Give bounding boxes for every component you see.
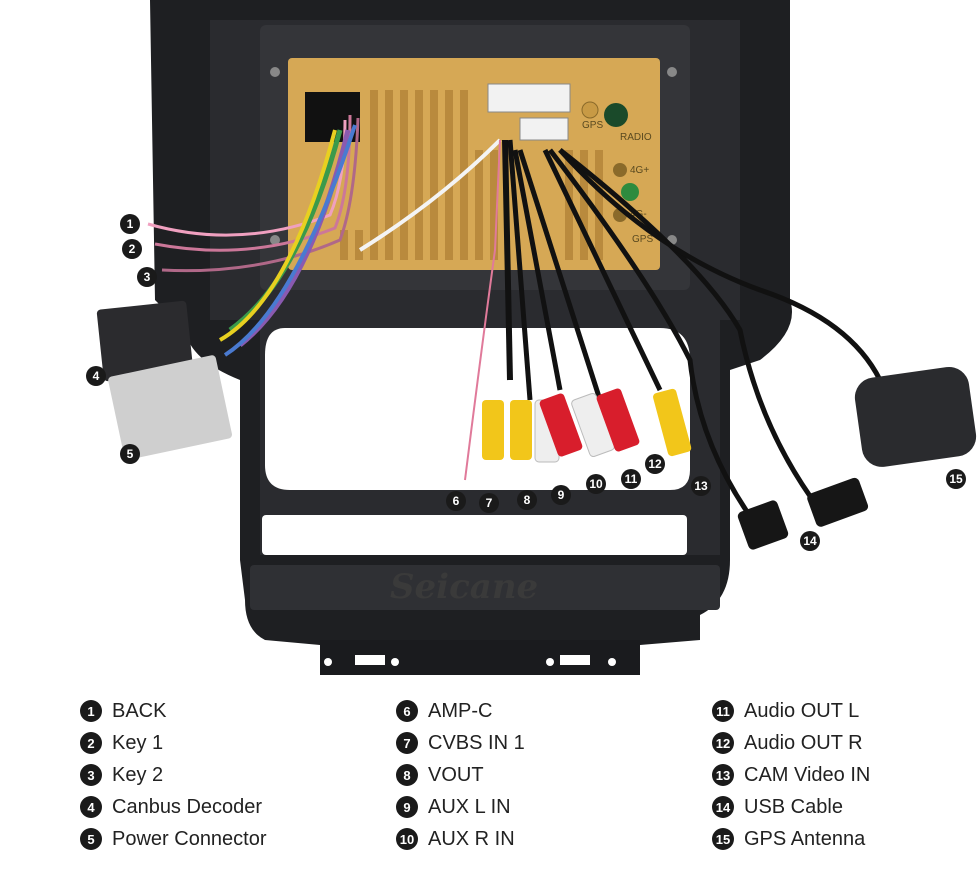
legend-item: 1 BACK <box>80 695 267 727</box>
wire-harness <box>147 114 883 532</box>
svg-text:3: 3 <box>144 270 151 284</box>
legend-label: Canbus Decoder <box>112 795 263 818</box>
legend-item: 3 Key 2 <box>80 759 267 791</box>
callout-11: 11 <box>621 469 641 489</box>
legend-item: 7 CVBS IN 1 <box>396 727 525 759</box>
svg-text:2: 2 <box>129 242 136 256</box>
callout-3: 3 <box>137 267 157 287</box>
legend-label: USB Cable <box>744 795 843 818</box>
board-label-gps-2: GPS <box>632 234 653 245</box>
gps-antenna <box>854 366 977 467</box>
svg-text:1: 1 <box>127 217 134 231</box>
legend-label: Power Connector <box>112 827 267 850</box>
svg-text:4: 4 <box>93 369 100 383</box>
wiring-diagram-photo: Seicane GPS RADIO 4G+ 4G- GPS <box>86 0 977 675</box>
board-label-gps: GPS <box>582 120 603 131</box>
legend-number: 15 <box>712 828 734 850</box>
legend-number: 7 <box>396 732 418 754</box>
callout-9: 9 <box>551 485 571 505</box>
legend-label: AUX R IN <box>428 827 515 850</box>
legend-item: 14 USB Cable <box>712 791 870 823</box>
callout-15: 15 <box>946 469 966 489</box>
callout-8: 8 <box>517 490 537 510</box>
legend-number: 3 <box>80 764 102 786</box>
legend-label: AUX L IN <box>428 795 511 818</box>
legend-number: 11 <box>712 700 734 722</box>
legend-label: VOUT <box>428 763 484 786</box>
legend-number: 8 <box>396 764 418 786</box>
legend-column-3: 11 Audio OUT L 12 Audio OUT R 13 CAM Video … <box>712 695 870 855</box>
svg-text:12: 12 <box>648 457 662 471</box>
legend-number: 10 <box>396 828 418 850</box>
legend-item: 5 Power Connector <box>80 823 267 855</box>
legend-number: 1 <box>80 700 102 722</box>
legend-label: CAM Video IN <box>744 763 871 786</box>
svg-text:11: 11 <box>625 472 638 486</box>
svg-text:14: 14 <box>803 534 817 548</box>
legend-number: 14 <box>712 796 734 818</box>
legend-column-1: 1 BACK 2 Key 1 3 Key 2 4 Canbus Decoder 5 Pow… <box>80 695 267 855</box>
power-connector-block <box>108 355 232 460</box>
canbus-decoder-box <box>96 300 194 382</box>
legend-number: 5 <box>80 828 102 850</box>
board-label-radio: RADIO <box>620 132 652 143</box>
legend-label: CVBS IN 1 <box>428 731 525 754</box>
legend-label: Audio OUT L <box>744 699 860 722</box>
legend-item: 6 AMP-C <box>396 695 525 727</box>
svg-text:6: 6 <box>453 494 460 508</box>
legend-number: 13 <box>712 764 734 786</box>
callout-4: 4 <box>86 366 106 386</box>
callout-13: 13 <box>691 476 711 496</box>
legend-column-2: 6 AMP-C 7 CVBS IN 1 8 VOUT 9 AUX L IN 10 AUX … <box>396 695 525 855</box>
legend-number: 9 <box>396 796 418 818</box>
legend-item: 8 VOUT <box>396 759 525 791</box>
rca-plugs <box>482 388 692 463</box>
board-label-4g-plus: 4G+ <box>630 165 649 176</box>
legend-item: 13 CAM Video IN <box>712 759 870 791</box>
svg-text:7: 7 <box>486 496 493 510</box>
legend-item: 4 Canbus Decoder <box>80 791 267 823</box>
legend-label: BACK <box>112 699 167 722</box>
legend-item: 10 AUX R IN <box>396 823 525 855</box>
callout-12: 12 <box>645 454 665 474</box>
callout-10: 10 <box>586 474 606 494</box>
legend-number: 6 <box>396 700 418 722</box>
legend-label: GPS Antenna <box>744 827 866 850</box>
watermark-text: Seicane <box>390 567 538 607</box>
svg-text:9: 9 <box>558 488 565 502</box>
svg-text:15: 15 <box>949 472 963 486</box>
legend: 1 BACK 2 Key 1 3 Key 2 4 Canbus Decoder 5 Pow… <box>0 690 980 869</box>
callout-badges: 1 2 3 4 5 6 7 8 9 10 11 12 13 14 15 <box>86 214 966 551</box>
legend-item: 12 Audio OUT R <box>712 727 870 759</box>
callout-5: 5 <box>120 444 140 464</box>
legend-label: Audio OUT R <box>744 731 863 754</box>
svg-text:10: 10 <box>589 477 603 491</box>
callout-2: 2 <box>122 239 142 259</box>
legend-number: 12 <box>712 732 734 754</box>
legend-item: 15 GPS Antenna <box>712 823 870 855</box>
callout-14: 14 <box>800 531 820 551</box>
legend-number: 2 <box>80 732 102 754</box>
svg-text:8: 8 <box>524 493 531 507</box>
svg-text:13: 13 <box>694 479 708 493</box>
legend-item: 2 Key 1 <box>80 727 267 759</box>
callout-7: 7 <box>479 493 499 513</box>
usb-connectors <box>737 477 869 550</box>
legend-label: AMP-C <box>428 699 493 722</box>
legend-label: Key 2 <box>112 763 164 786</box>
callout-6: 6 <box>446 491 466 511</box>
legend-number: 4 <box>80 796 102 818</box>
callout-1: 1 <box>120 214 140 234</box>
legend-item: 9 AUX L IN <box>396 791 525 823</box>
legend-label: Key 1 <box>112 731 164 754</box>
legend-item: 11 Audio OUT L <box>712 695 870 727</box>
svg-text:5: 5 <box>127 447 134 461</box>
